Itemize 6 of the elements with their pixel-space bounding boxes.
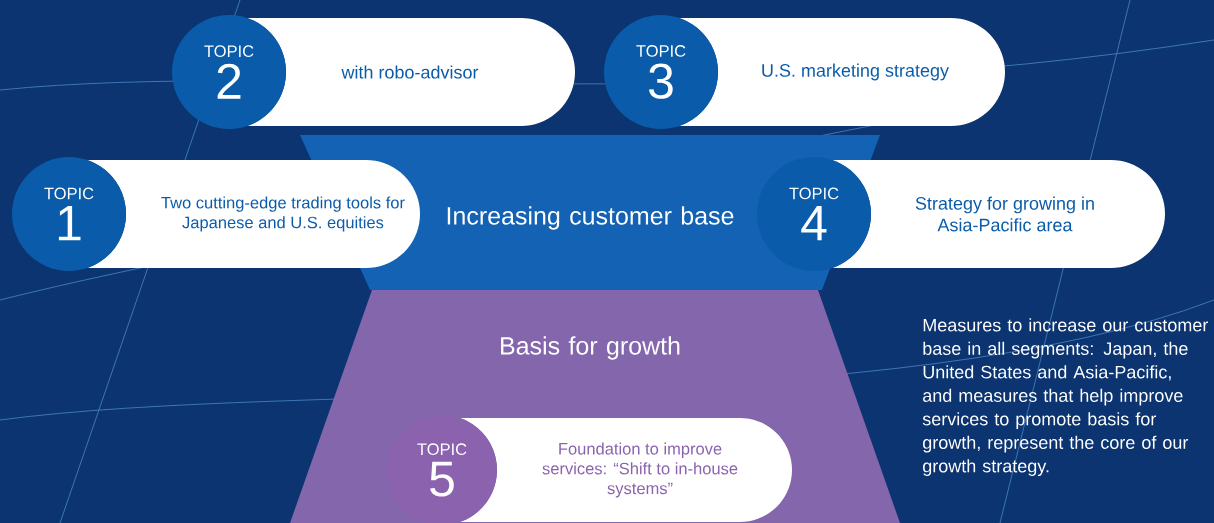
note-text: Measures to increase our customer base in all segments: Japan, the United States and Asia-Pacific, and measures that help improve services to promote basis for growth, represent the core of our growth strategy. [922,318,1209,476]
topic-badge: TOPIC 5 [387,415,497,523]
topic-badge: TOPIC 2 [172,15,286,129]
topic-badge: TOPIC 4 [757,157,871,271]
topic-badge: TOPIC 1 [12,157,126,271]
topic-badge: TOPIC 3 [604,15,718,129]
